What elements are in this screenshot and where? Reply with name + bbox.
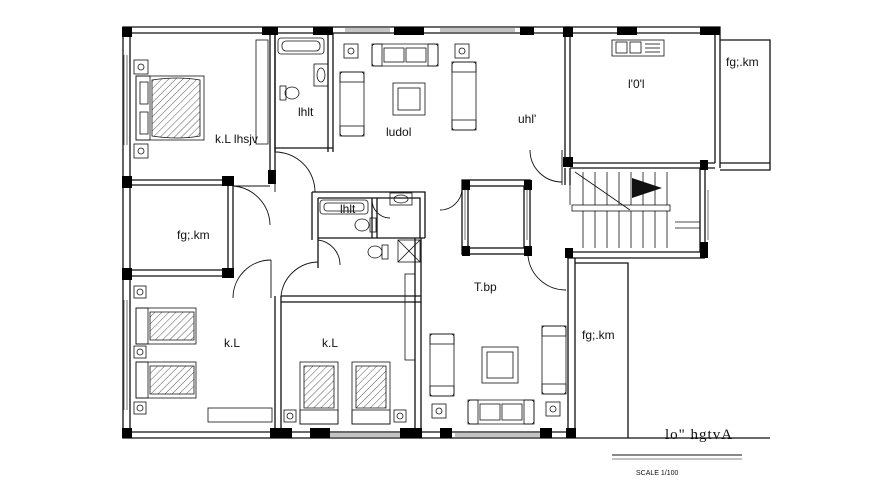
label-wc-top: lhlt	[298, 105, 314, 119]
label-balcony-right: fg;.km	[582, 328, 615, 342]
door-swing-icon	[232, 149, 567, 299]
basin-icon	[313, 63, 329, 87]
columns	[122, 27, 720, 438]
sofa-icon	[339, 43, 477, 137]
drawing-title: lo" hgtvA	[665, 427, 733, 443]
wardrobe	[207, 407, 273, 423]
label-master-bed: k.L lhsjv	[215, 132, 258, 146]
basin-icon	[389, 192, 413, 206]
label-bed-mid: k.L	[322, 336, 338, 350]
sofa-icon	[429, 325, 567, 425]
bathtub-icon	[277, 37, 325, 55]
label-bed-left: k.L	[224, 336, 240, 350]
windows	[123, 28, 709, 437]
toilet-icon	[279, 85, 300, 101]
scale-label: SCALE 1/100	[636, 470, 679, 477]
label-wc-mid: lhlt	[340, 202, 356, 216]
counter	[404, 273, 416, 361]
lamp-icon	[133, 59, 149, 159]
label-balcony-left: fg;.km	[177, 228, 210, 242]
bathtub-icon	[319, 199, 369, 215]
table-icon	[481, 346, 519, 384]
lamp-icon	[283, 409, 407, 423]
bed-icon	[135, 307, 197, 399]
sink-icon	[611, 39, 665, 57]
stair-arrow-icon	[632, 178, 662, 198]
lamp-icon	[431, 401, 561, 419]
label-balcony-top: fg;.km	[726, 55, 759, 69]
label-dining: T.bp	[474, 280, 497, 294]
lamp-icon	[343, 43, 470, 59]
bed-icon	[299, 361, 391, 425]
label-kitchen: l'0'l	[628, 77, 645, 91]
wardrobe	[255, 39, 269, 145]
label-hall: uhl'	[518, 112, 536, 126]
table-icon	[392, 82, 426, 116]
toilet-icon	[354, 217, 389, 260]
walls	[122, 26, 771, 439]
bed-icon	[135, 75, 205, 141]
staircase	[569, 171, 700, 248]
shaft	[397, 239, 421, 263]
label-lounge: ludol	[386, 125, 411, 139]
lamp-icon	[133, 285, 147, 415]
